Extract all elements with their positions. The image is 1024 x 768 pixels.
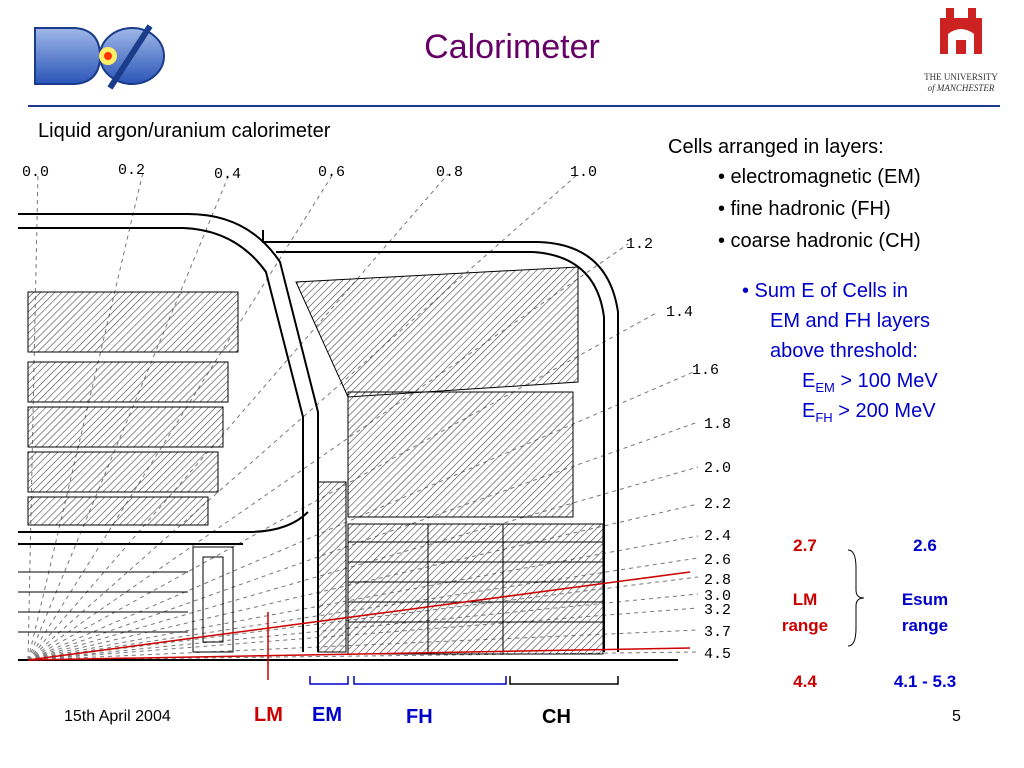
layer-fh: • fine hadronic (FH) <box>718 198 891 220</box>
e-symbol: E <box>802 370 816 392</box>
label-lm: LM <box>254 704 283 726</box>
university-line-2: of MANCHESTER <box>927 83 995 93</box>
lm-range-label-2: range <box>781 616 829 635</box>
eta-label-side: 3.0 <box>704 588 731 605</box>
eta-label-side: 1.6 <box>692 362 719 379</box>
eta-label-side: 2.0 <box>704 460 731 477</box>
esum-range-label-1: Esum <box>901 590 949 609</box>
eta-label-side: 1.8 <box>704 416 731 433</box>
eta-label-side: 4.5 <box>704 646 731 663</box>
esum-range-bottom: 4.1 - 5.3 <box>893 672 957 691</box>
subtitle: Liquid argon/uranium calorimeter <box>38 120 331 142</box>
layer-em: • electromagnetic (EM) <box>718 166 921 188</box>
lm-range-bottom: 4.4 <box>793 672 817 691</box>
lm-range-label-1: LM <box>792 590 818 609</box>
label-fh: FH <box>406 706 433 728</box>
fh-threshold: EFH > 200 MeV <box>802 400 936 425</box>
label-ch: CH <box>542 706 571 728</box>
fh-subscript: FH <box>815 410 833 425</box>
eta-label-top: 0.4 <box>214 166 241 183</box>
eta-label-side: 1.4 <box>666 304 693 321</box>
em-subscript: EM <box>815 380 835 395</box>
page-number: 5 <box>952 708 961 725</box>
eta-label-side: 2.2 <box>704 496 731 513</box>
esum-range-top: 2.6 <box>913 536 937 555</box>
esum-range-label-2: range <box>901 616 949 635</box>
university-line-1: THE UNIVERSITY <box>924 72 998 82</box>
title-rule <box>28 105 1000 107</box>
cells-heading: Cells arranged in layers: <box>668 136 884 158</box>
eta-label-top: 0.8 <box>436 164 463 181</box>
eta-label-side: 1.2 <box>626 236 653 253</box>
eta-label-side: 2.4 <box>704 528 731 545</box>
calorimeter-diagram: 0.0 0.2 0.4 0.6 0.8 1.0 1.2 1.4 1.6 1.8 … <box>18 152 738 690</box>
d0-logo <box>30 20 170 90</box>
eta-label-top: 0.0 <box>22 164 49 181</box>
eta-label-side: 2.8 <box>704 572 731 589</box>
e-symbol: E <box>802 400 816 422</box>
eta-label-top: 0.6 <box>318 164 345 181</box>
lm-range-top: 2.7 <box>793 536 817 555</box>
label-em: EM <box>312 704 342 726</box>
eta-label-top: 0.2 <box>118 162 145 179</box>
university-logo <box>920 4 1002 96</box>
range-brace <box>846 548 866 648</box>
sum-line-1: • Sum E of Cells in <box>742 280 908 302</box>
university-name: THE UNIVERSITY of MANCHESTER <box>918 72 1004 94</box>
eta-label-side: 3.7 <box>704 624 731 641</box>
em-threshold-value: > 100 MeV <box>834 370 938 392</box>
eta-label-side: 2.6 <box>704 552 731 569</box>
eta-label-top: 1.0 <box>570 164 597 181</box>
layer-ch: • coarse hadronic (CH) <box>718 230 921 252</box>
page-title: Calorimeter <box>424 28 600 66</box>
fh-threshold-value: > 200 MeV <box>832 400 936 422</box>
footer-date: 15th April 2004 <box>64 708 171 725</box>
eta-label-side: 3.2 <box>704 602 731 619</box>
sum-line-3: above threshold: <box>770 340 918 362</box>
em-threshold: EEM > 100 MeV <box>802 370 938 395</box>
sum-line-2: EM and FH layers <box>770 310 931 332</box>
